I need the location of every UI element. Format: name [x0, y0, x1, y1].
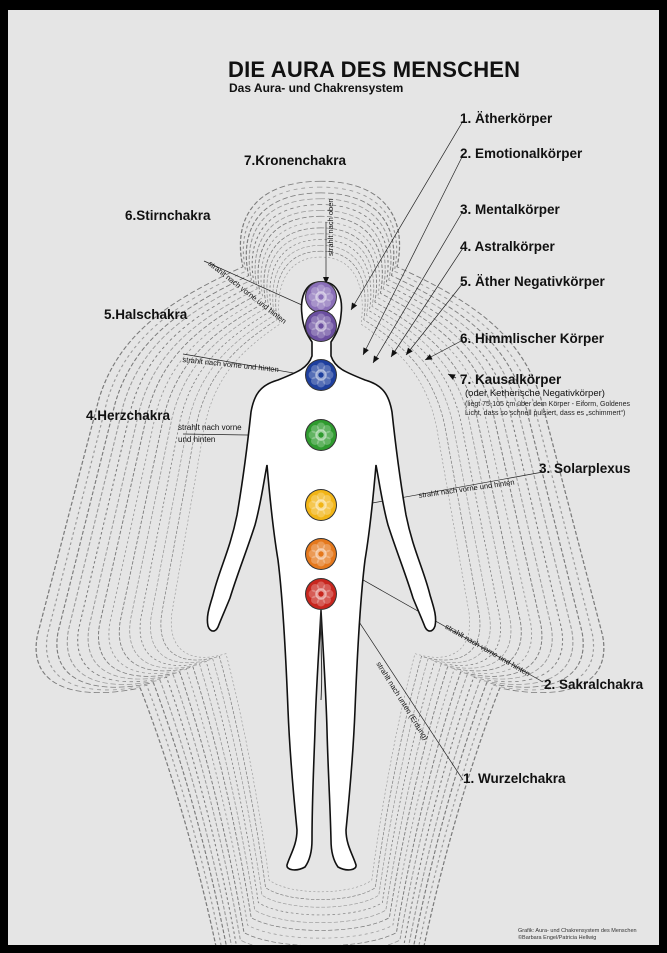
body-label-7-detail-2: Licht, dass so schnell pulsiert, dass es…	[465, 409, 625, 418]
poster: DIE AURA DES MENSCHEN Das Aura- und Chak…	[8, 10, 659, 945]
arrowhead-4	[391, 350, 397, 357]
chakra-label-root: 1. Wurzelchakra	[463, 771, 566, 786]
flow-heart-1: strahlt nach vorne	[178, 423, 242, 432]
chakra-label-sacral: 2. Sakralchakra	[544, 677, 643, 692]
credit-line-2: ©Barbara Engel/Patricia Hellwig	[518, 935, 637, 942]
chakra-disk-1	[305, 578, 337, 610]
pointer-line-4	[391, 248, 463, 357]
body-label-7: 7. Kausalkörper	[460, 372, 561, 387]
chakra-layer	[305, 281, 337, 610]
body-label-7-note: (oder Ketherische Negativkörper)	[465, 388, 605, 399]
flow-crown: strahlt nach oben	[326, 198, 335, 256]
chakra-label-crown: 7.Kronenchakra	[244, 153, 346, 168]
body-label-5: 5. Äther Negativkörper	[460, 274, 605, 289]
chakra-label-throat: 5.Halschakra	[104, 307, 187, 322]
chakra-disk-3	[305, 489, 337, 521]
chakra-disk-4	[305, 419, 337, 451]
credit: Grafik: Aura- und Chakrensystem des Mens…	[518, 928, 637, 942]
page-title: DIE AURA DES MENSCHEN	[228, 57, 520, 83]
page-subtitle: Das Aura- und Chakrensystem	[229, 81, 403, 95]
credit-line-1: Grafik: Aura- und Chakrensystem des Mens…	[518, 928, 637, 935]
arrowhead-3	[373, 355, 379, 363]
body-label-6: 6. Himmlischer Körper	[460, 331, 604, 346]
pointer-line-2	[363, 155, 463, 355]
pointer-line-1	[351, 121, 463, 310]
chakra-label-heart: 4.Herzchakra	[86, 408, 170, 423]
chakra-disk-6	[305, 310, 337, 342]
body-label-7-detail-1: (liegt 75-105 cm über dem Körper - Eifor…	[465, 400, 630, 409]
body-label-2: 2. Emotionalkörper	[460, 146, 582, 161]
arrowhead-6	[425, 354, 433, 360]
body-label-4: 4. Astralkörper	[460, 239, 555, 254]
chakra-disk-2	[305, 538, 337, 570]
chakra-label-solar: 3. Solarplexus	[539, 461, 631, 476]
body-label-1: 1. Ätherkörper	[460, 111, 552, 126]
body-label-3: 3. Mentalkörper	[460, 202, 560, 217]
flow-heart-2: und hinten	[178, 435, 215, 444]
chakra-disk-7	[305, 281, 337, 313]
chakra-label-brow: 6.Stirnchakra	[125, 208, 211, 223]
arrowhead-1	[351, 302, 357, 310]
chakra-disk-5	[305, 359, 337, 391]
